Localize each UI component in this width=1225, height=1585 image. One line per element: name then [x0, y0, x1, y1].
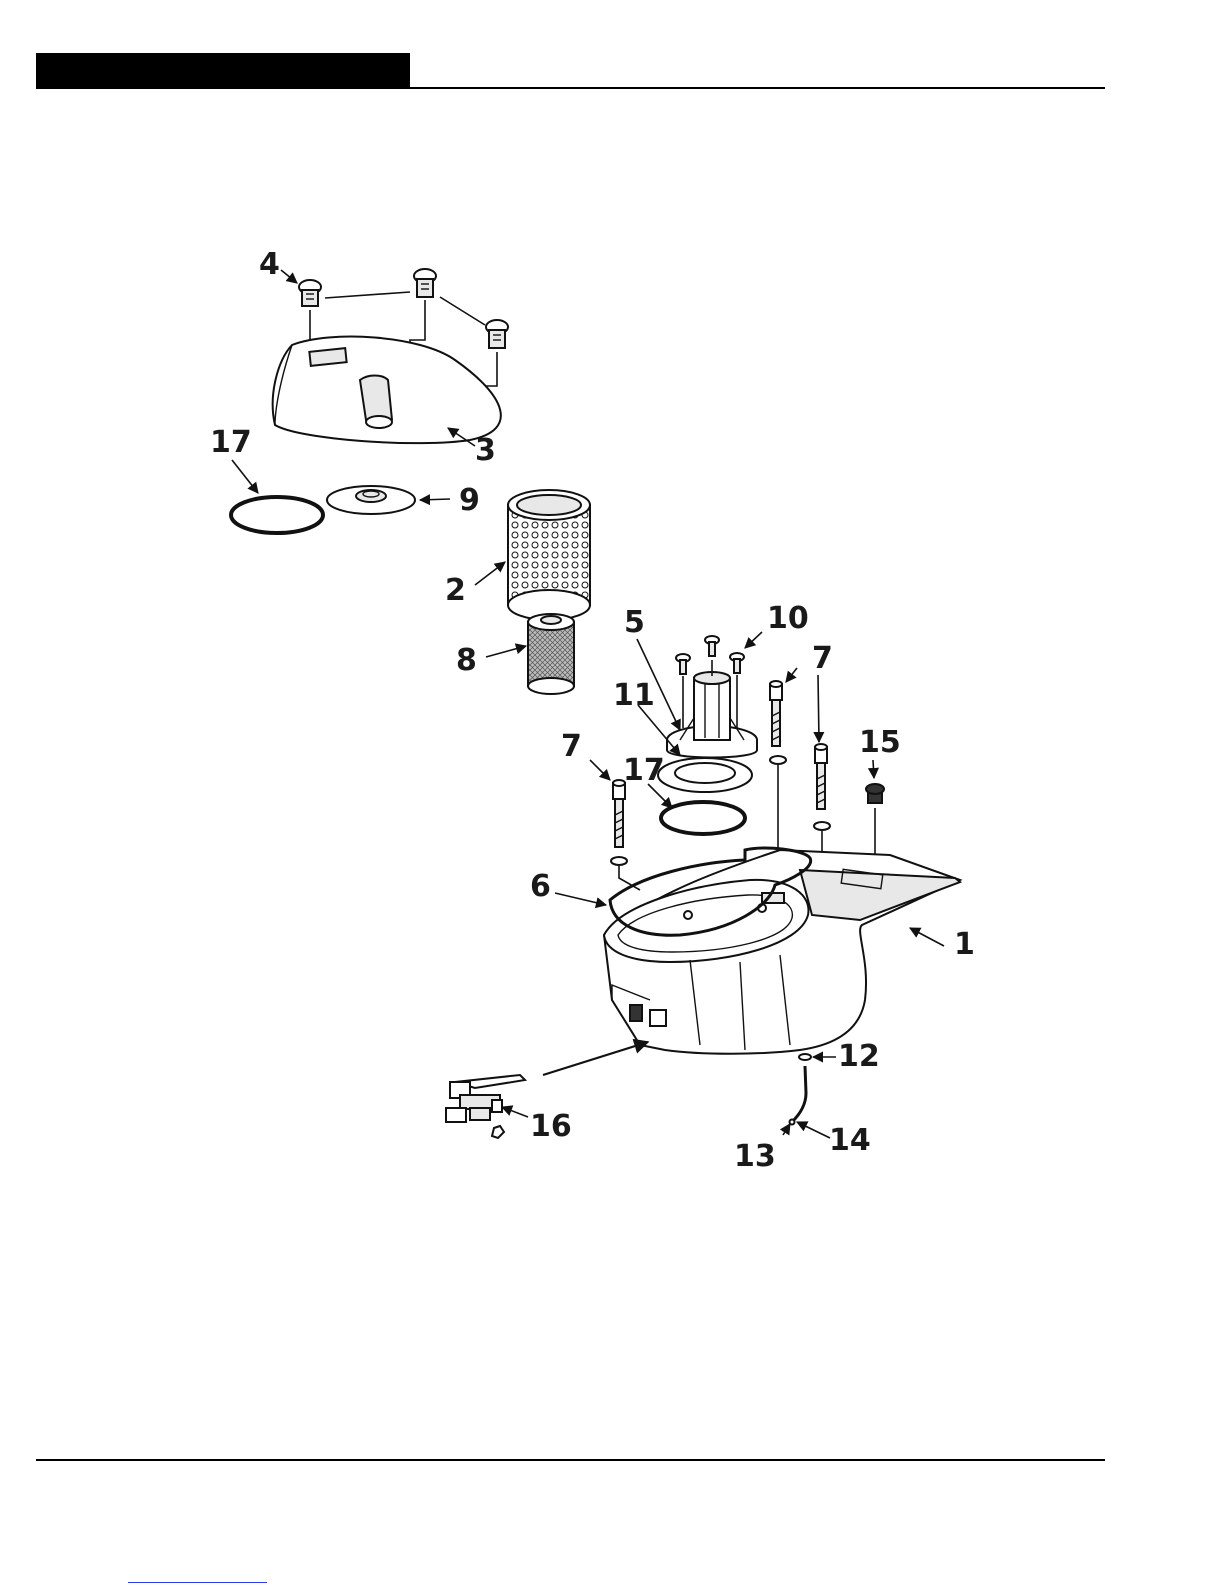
- float-switch: [446, 1075, 525, 1138]
- callout-11: 11: [613, 678, 655, 713]
- callout-17-top: 17: [210, 425, 252, 460]
- cover-screw-right: [486, 320, 508, 348]
- center-post: [667, 672, 757, 758]
- spring-disc: [327, 486, 415, 514]
- cover-screw-middle: [414, 269, 436, 297]
- o-ring-top: [231, 497, 323, 533]
- flat-washer: [658, 758, 752, 792]
- drain-plug: [866, 784, 884, 803]
- bolt-left: [611, 780, 627, 865]
- bolt-middle: [770, 681, 786, 764]
- callout-12: 12: [838, 1039, 880, 1074]
- cover-screw-left: [299, 280, 321, 306]
- footer-rule: [36, 1459, 1105, 1461]
- filter-element: [508, 490, 590, 620]
- callout-14: 14: [829, 1123, 871, 1158]
- filter-housing: [604, 850, 960, 1054]
- inner-strainer: [528, 614, 574, 694]
- callout-10: 10: [767, 601, 809, 636]
- callout-15: 15: [859, 725, 901, 760]
- callout-6: 6: [530, 869, 551, 904]
- callout-1: 1: [954, 927, 975, 962]
- footer-link-underline[interactable]: [128, 1582, 267, 1583]
- callout-17-lower: 17: [623, 753, 665, 788]
- callout-9: 9: [459, 483, 480, 518]
- flange-screws: [676, 636, 744, 674]
- callout-5: 5: [624, 605, 645, 640]
- callout-7-left: 7: [561, 729, 582, 764]
- callout-7-right: 7: [812, 641, 833, 676]
- drain-hose: [790, 1054, 812, 1125]
- callout-3: 3: [475, 433, 496, 468]
- o-ring-lower: [661, 802, 745, 834]
- callout-16: 16: [530, 1109, 572, 1144]
- filter-cover: [273, 337, 501, 444]
- callout-8: 8: [456, 643, 477, 678]
- callout-13: 13: [734, 1139, 776, 1174]
- callout-2: 2: [445, 573, 466, 608]
- callout-4: 4: [259, 247, 280, 282]
- bolt-right: [814, 744, 830, 830]
